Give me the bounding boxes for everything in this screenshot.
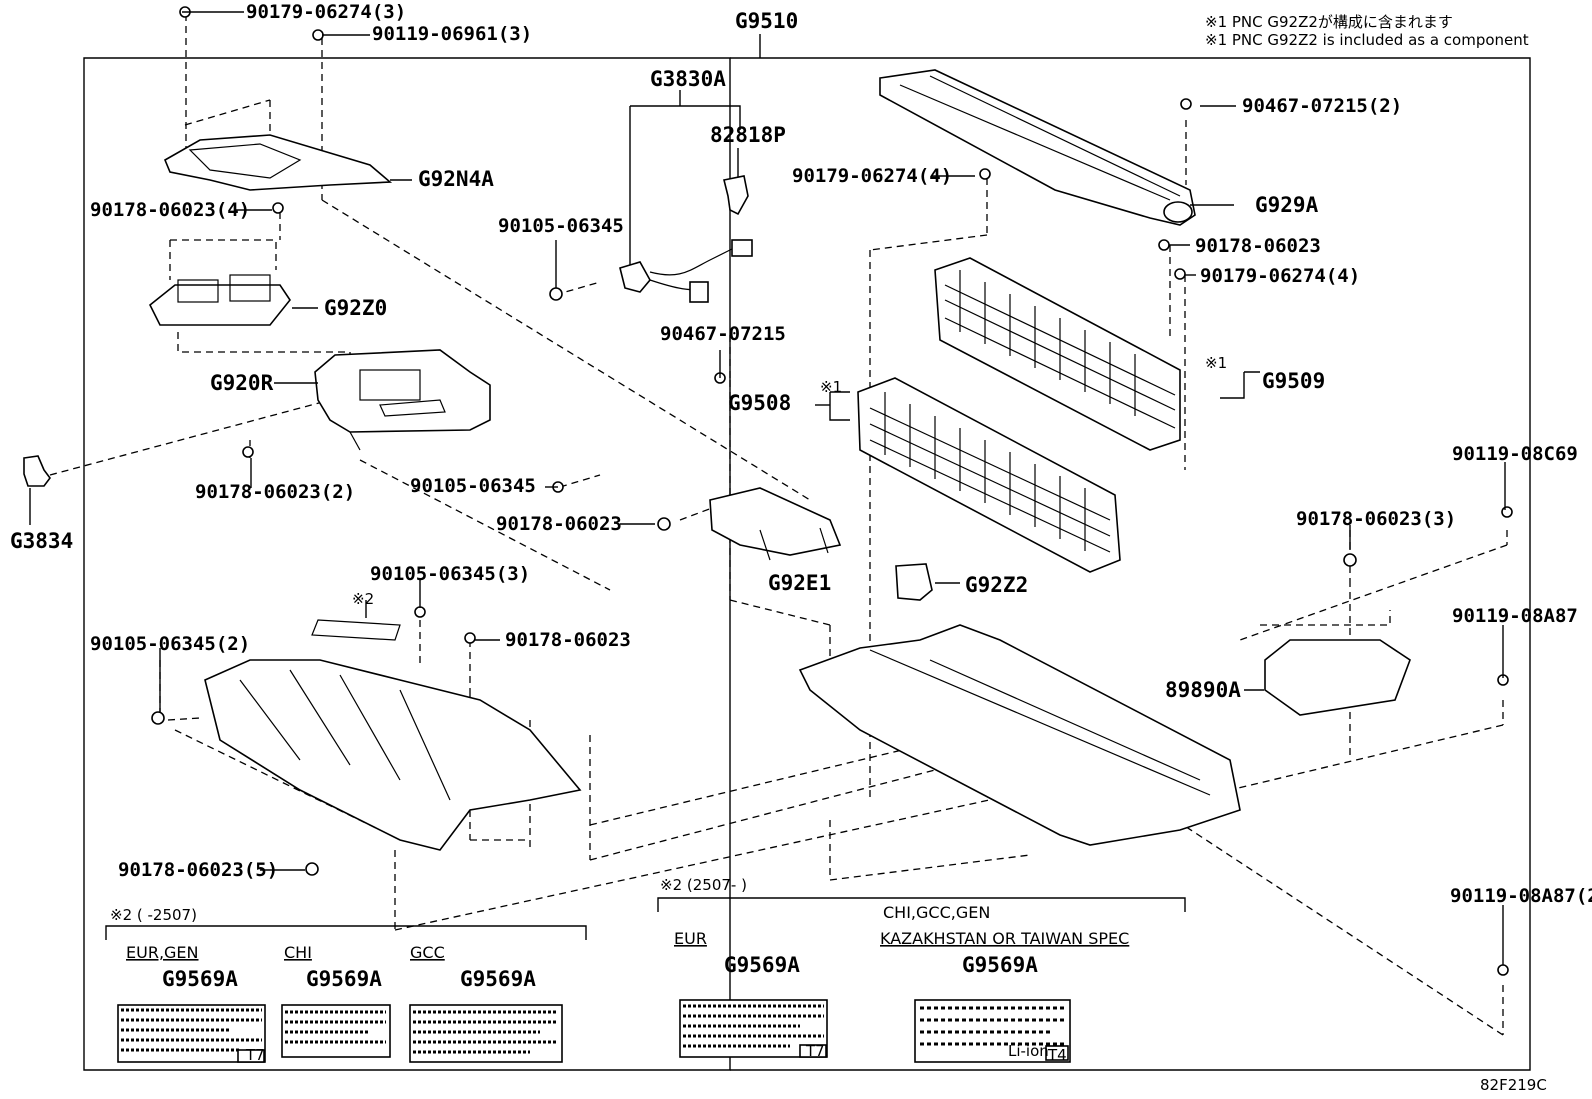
sticker-tag: T7: [245, 1046, 265, 1064]
sticker-part-label: G9569A: [724, 953, 800, 977]
part-label: G3830A: [650, 67, 726, 91]
region-label: GCC: [410, 943, 445, 962]
battery-tray-shape: [798, 624, 1241, 846]
part-label: G92Z0: [324, 296, 387, 320]
sticker-left-eurgen: [117, 1004, 266, 1063]
sticker-tag: T4: [1047, 1046, 1067, 1064]
region-label: EUR: [674, 929, 707, 948]
marker-1-left: ※1: [820, 378, 842, 396]
heat-shield-shape: [174, 619, 582, 851]
part-label: 90178-06023(2): [195, 481, 355, 503]
part-label: 90178-06023: [496, 513, 622, 535]
g3834-shape: [23, 455, 51, 525]
part-label: 90179-06274(4): [792, 165, 952, 187]
part-label: 90467-07215(2): [1242, 95, 1402, 117]
part-label: 90467-07215: [660, 323, 786, 345]
part-label: 90179-06274(3): [246, 1, 406, 23]
g9509-shape: [934, 257, 1181, 451]
g92n4a-shape: [163, 99, 393, 191]
part-label: 90178-06023: [1195, 235, 1321, 257]
sticker-part-label: G9569A: [306, 967, 382, 991]
part-label: 89890A: [1165, 678, 1241, 702]
wire-harness-shape: [549, 175, 753, 303]
part-label: 90105-06345: [410, 475, 536, 497]
part-label: G929A: [1255, 193, 1319, 217]
part-label: G920R: [210, 371, 274, 395]
part-label: G92E1: [768, 571, 831, 595]
part-label: G9509: [1262, 369, 1325, 393]
assembly-frame-right: [730, 57, 1531, 1071]
sticker-left-gcc: [409, 1004, 563, 1063]
part-label: G3834: [10, 529, 73, 553]
g920r-shape: [314, 349, 491, 451]
g9508-shape: [857, 377, 1121, 573]
diagram-id: 82F219C: [1480, 1076, 1547, 1094]
region-label: CHI: [284, 943, 312, 962]
89890a-shape: [1260, 610, 1411, 716]
note-1-jp: ※1 PNC G92Z2が構成に含まれます: [1205, 13, 1453, 31]
region-label: EUR,GEN: [126, 943, 199, 962]
g92z2-shape: [895, 563, 933, 601]
part-label: 82818P: [710, 123, 786, 147]
marker-1-right: ※1: [1205, 354, 1227, 372]
g92e1-shape: [709, 487, 842, 561]
label-set-left-range: ※2 ( -2507): [110, 906, 197, 924]
region-label-2: KAZAKHSTAN OR TAIWAN SPEC: [880, 929, 1129, 948]
part-label: 90179-06274(4): [1200, 265, 1360, 287]
sticker-right-eur: [679, 999, 828, 1058]
sticker-part-label: G9569A: [162, 967, 238, 991]
part-label: G9508: [728, 391, 791, 415]
sticker-tag: T7: [805, 1042, 825, 1060]
sticker-part-label: G9569A: [460, 967, 536, 991]
part-label: 90178-06023(4): [90, 199, 250, 221]
part-label: G92N4A: [418, 167, 494, 191]
note-1-en: ※1 PNC G92Z2 is included as a component: [1205, 31, 1529, 49]
part-label: 90178-06023: [505, 629, 631, 651]
part-label: 90105-06345: [498, 215, 624, 237]
part-label: 90119-08A87(2): [1450, 885, 1592, 907]
sticker-li-ion: Li-ion: [1008, 1042, 1049, 1060]
region-label: CHI,GCC,GEN: [883, 903, 990, 922]
part-label: 90119-08A87: [1452, 605, 1578, 627]
label-set-right-range: ※2 (2507- ): [660, 876, 747, 894]
g929a-shape: [879, 69, 1196, 226]
part-label: 90119-06961(3): [372, 23, 532, 45]
fasteners: [151, 6, 1513, 976]
frame-label: G9510: [735, 9, 798, 33]
marker-2-plate: ※2: [352, 590, 374, 608]
part-label: 90105-06345(2): [90, 633, 250, 655]
part-label: 90105-06345(3): [370, 563, 530, 585]
sticker-right-chi-gcc-gen: [914, 999, 1071, 1063]
part-label: 90119-08C69: [1452, 443, 1578, 465]
g92z0-shape: [148, 239, 351, 370]
part-label: 90178-06023(3): [1296, 508, 1456, 530]
part-label: G92Z2: [965, 573, 1028, 597]
sticker-part-label: G9569A: [962, 953, 1038, 977]
part-label: 90178-06023(5): [118, 859, 278, 881]
sticker-left-chi: [281, 1004, 391, 1058]
